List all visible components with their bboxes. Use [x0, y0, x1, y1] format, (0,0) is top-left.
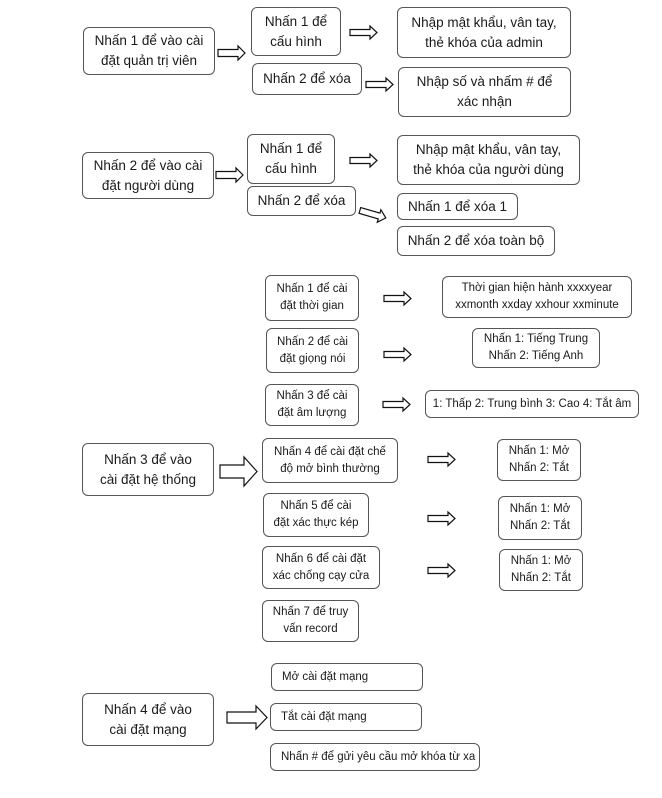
admin-settings-node: Nhấn 1 để vào cài đặt quản trị viên: [83, 27, 215, 75]
system-time-result: Thời gian hiện hành xxxxyear xxmonth xxd…: [442, 276, 632, 318]
admin-delete-node: Nhấn 2 để xóa: [252, 63, 362, 95]
system-dual-auth-result: Nhấn 1: Mở Nhấn 2: Tắt: [498, 496, 582, 540]
user-delete-one-result: Nhấn 1 để xóa 1: [397, 193, 518, 220]
user-settings-node: Nhấn 2 để vào cài đặt người dùng: [82, 152, 214, 199]
double-arrow-icon: [427, 451, 456, 468]
system-record-node: Nhấn 7 để truy vấn record: [262, 600, 359, 642]
system-dual-auth-node: Nhấn 5 để cài đặt xác thực kép: [263, 493, 369, 537]
double-arrow-icon: [365, 76, 394, 93]
double-arrow-icon: [383, 290, 412, 307]
network-open-node: Mở cài đặt mạng: [271, 663, 423, 691]
system-time-node: Nhấn 1 để cài đặt thời gian: [265, 275, 359, 321]
user-configure-node: Nhấn 1 để cấu hình: [247, 134, 335, 184]
system-anti-pry-result: Nhấn 1: Mở Nhấn 2: Tắt: [499, 549, 583, 591]
admin-configure-result: Nhập mật khẩu, vân tay, thẻ khóa của adm…: [397, 7, 571, 58]
admin-configure-node: Nhấn 1 để cấu hình: [251, 7, 341, 56]
system-volume-result: 1: Thấp 2: Trung bình 3: Cao 4: Tắt âm: [425, 390, 639, 418]
network-settings-node: Nhấn 4 để vào cài đặt mạng: [82, 693, 214, 746]
user-delete-node: Nhấn 2 để xóa: [247, 186, 356, 216]
double-arrow-icon: [217, 44, 246, 62]
user-configure-result: Nhập mật khẩu, vân tay, thẻ khóa của ngư…: [397, 135, 580, 185]
system-anti-pry-node: Nhấn 6 để cài đặt xác chống cạy cửa: [262, 546, 380, 589]
system-volume-node: Nhấn 3 để cài đặt âm lượng: [265, 384, 359, 426]
system-voice-result: Nhấn 1: Tiếng Trung Nhấn 2: Tiếng Anh: [472, 328, 600, 368]
double-arrow-icon: [215, 166, 244, 184]
double-arrow-icon: [382, 396, 411, 413]
system-settings-node: Nhấn 3 để vào cài đặt hệ thống: [82, 443, 214, 496]
system-normal-open-node: Nhấn 4 để cài đặt chế độ mở bình thường: [262, 438, 398, 483]
system-normal-open-result: Nhấn 1: Mở Nhấn 2: Tắt: [497, 439, 581, 481]
user-delete-all-result: Nhấn 2 để xóa toàn bộ: [397, 226, 555, 256]
network-remote-unlock-node: Nhấn # để gửi yêu cầu mở khóa từ xa: [270, 743, 480, 771]
double-arrow-icon: [358, 206, 387, 224]
network-close-node: Tắt cài đặt mạng: [270, 703, 422, 731]
double-arrow-icon: [427, 510, 456, 527]
double-arrow-icon: [383, 346, 412, 363]
admin-delete-result: Nhập số và nhấm # để xác nhận: [398, 67, 571, 117]
block-arrow-icon: [219, 455, 258, 488]
system-voice-node: Nhấn 2 để cài đặt giọng nói: [266, 328, 359, 373]
double-arrow-icon: [349, 24, 378, 41]
double-arrow-icon: [349, 152, 378, 169]
block-arrow-icon: [226, 704, 268, 731]
double-arrow-icon: [427, 562, 456, 579]
